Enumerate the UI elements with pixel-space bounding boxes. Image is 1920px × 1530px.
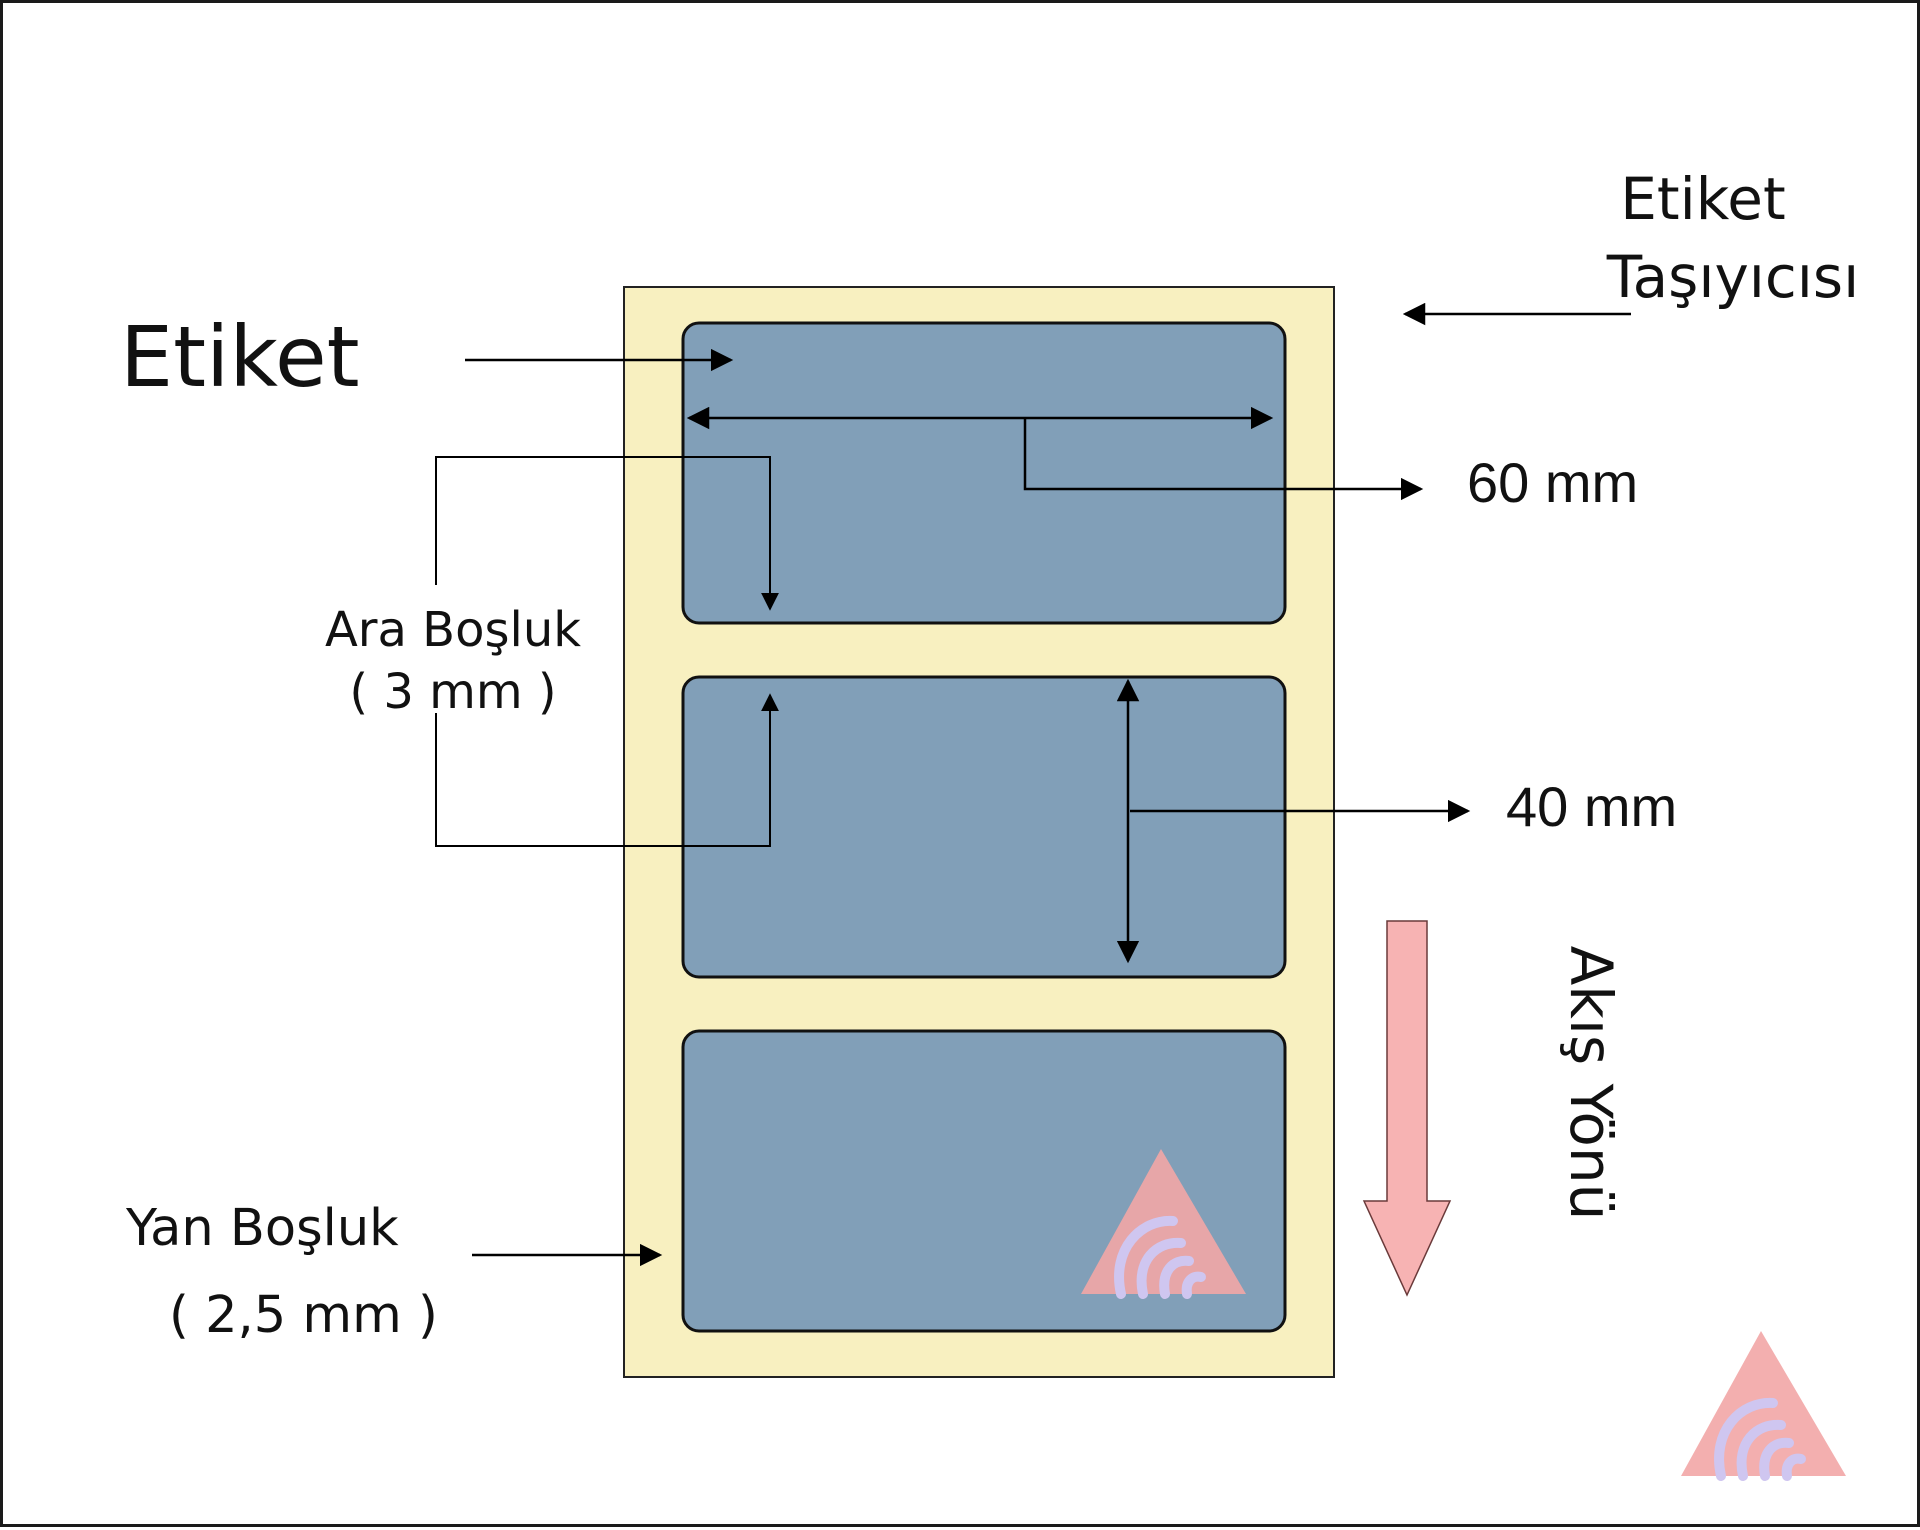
- flow-direction-arrow: [1362, 920, 1452, 1297]
- carrier-label-line1: Etiket: [1620, 165, 1786, 233]
- gap-bracket-top: [435, 456, 779, 611]
- carrier-label: Etiket Taşıyıcısı: [1528, 160, 1878, 317]
- gap-label-line1: Ara Boşluk: [324, 602, 582, 658]
- carrier-label-line2: Taşıyıcısı: [1606, 243, 1860, 312]
- width-leader-line: [1023, 418, 1424, 501]
- gap-label-line2: ( 3 mm ): [349, 664, 557, 721]
- label-1: [681, 321, 1287, 625]
- etiket-label: Etiket: [120, 308, 360, 406]
- side-gap-value: ( 2,5 mm ): [169, 1286, 438, 1345]
- gap-label: Ara Boşluk ( 3 mm ): [293, 599, 613, 724]
- height-dimension-label: 40 mm: [1506, 775, 1678, 838]
- label-roll-diagram: [435, 286, 1846, 1481]
- label-2: [681, 675, 1287, 979]
- gap-bracket-bottom: [435, 693, 779, 847]
- width-dimension-label: 60 mm: [1467, 451, 1639, 514]
- side-gap-label: Yan Boşluk: [126, 1199, 399, 1258]
- flow-direction-label: Akış Yönü: [1557, 945, 1625, 1221]
- triangle-fingerprint-logo-icon: [1081, 1149, 1246, 1299]
- corner-logo-icon: [1681, 1331, 1846, 1481]
